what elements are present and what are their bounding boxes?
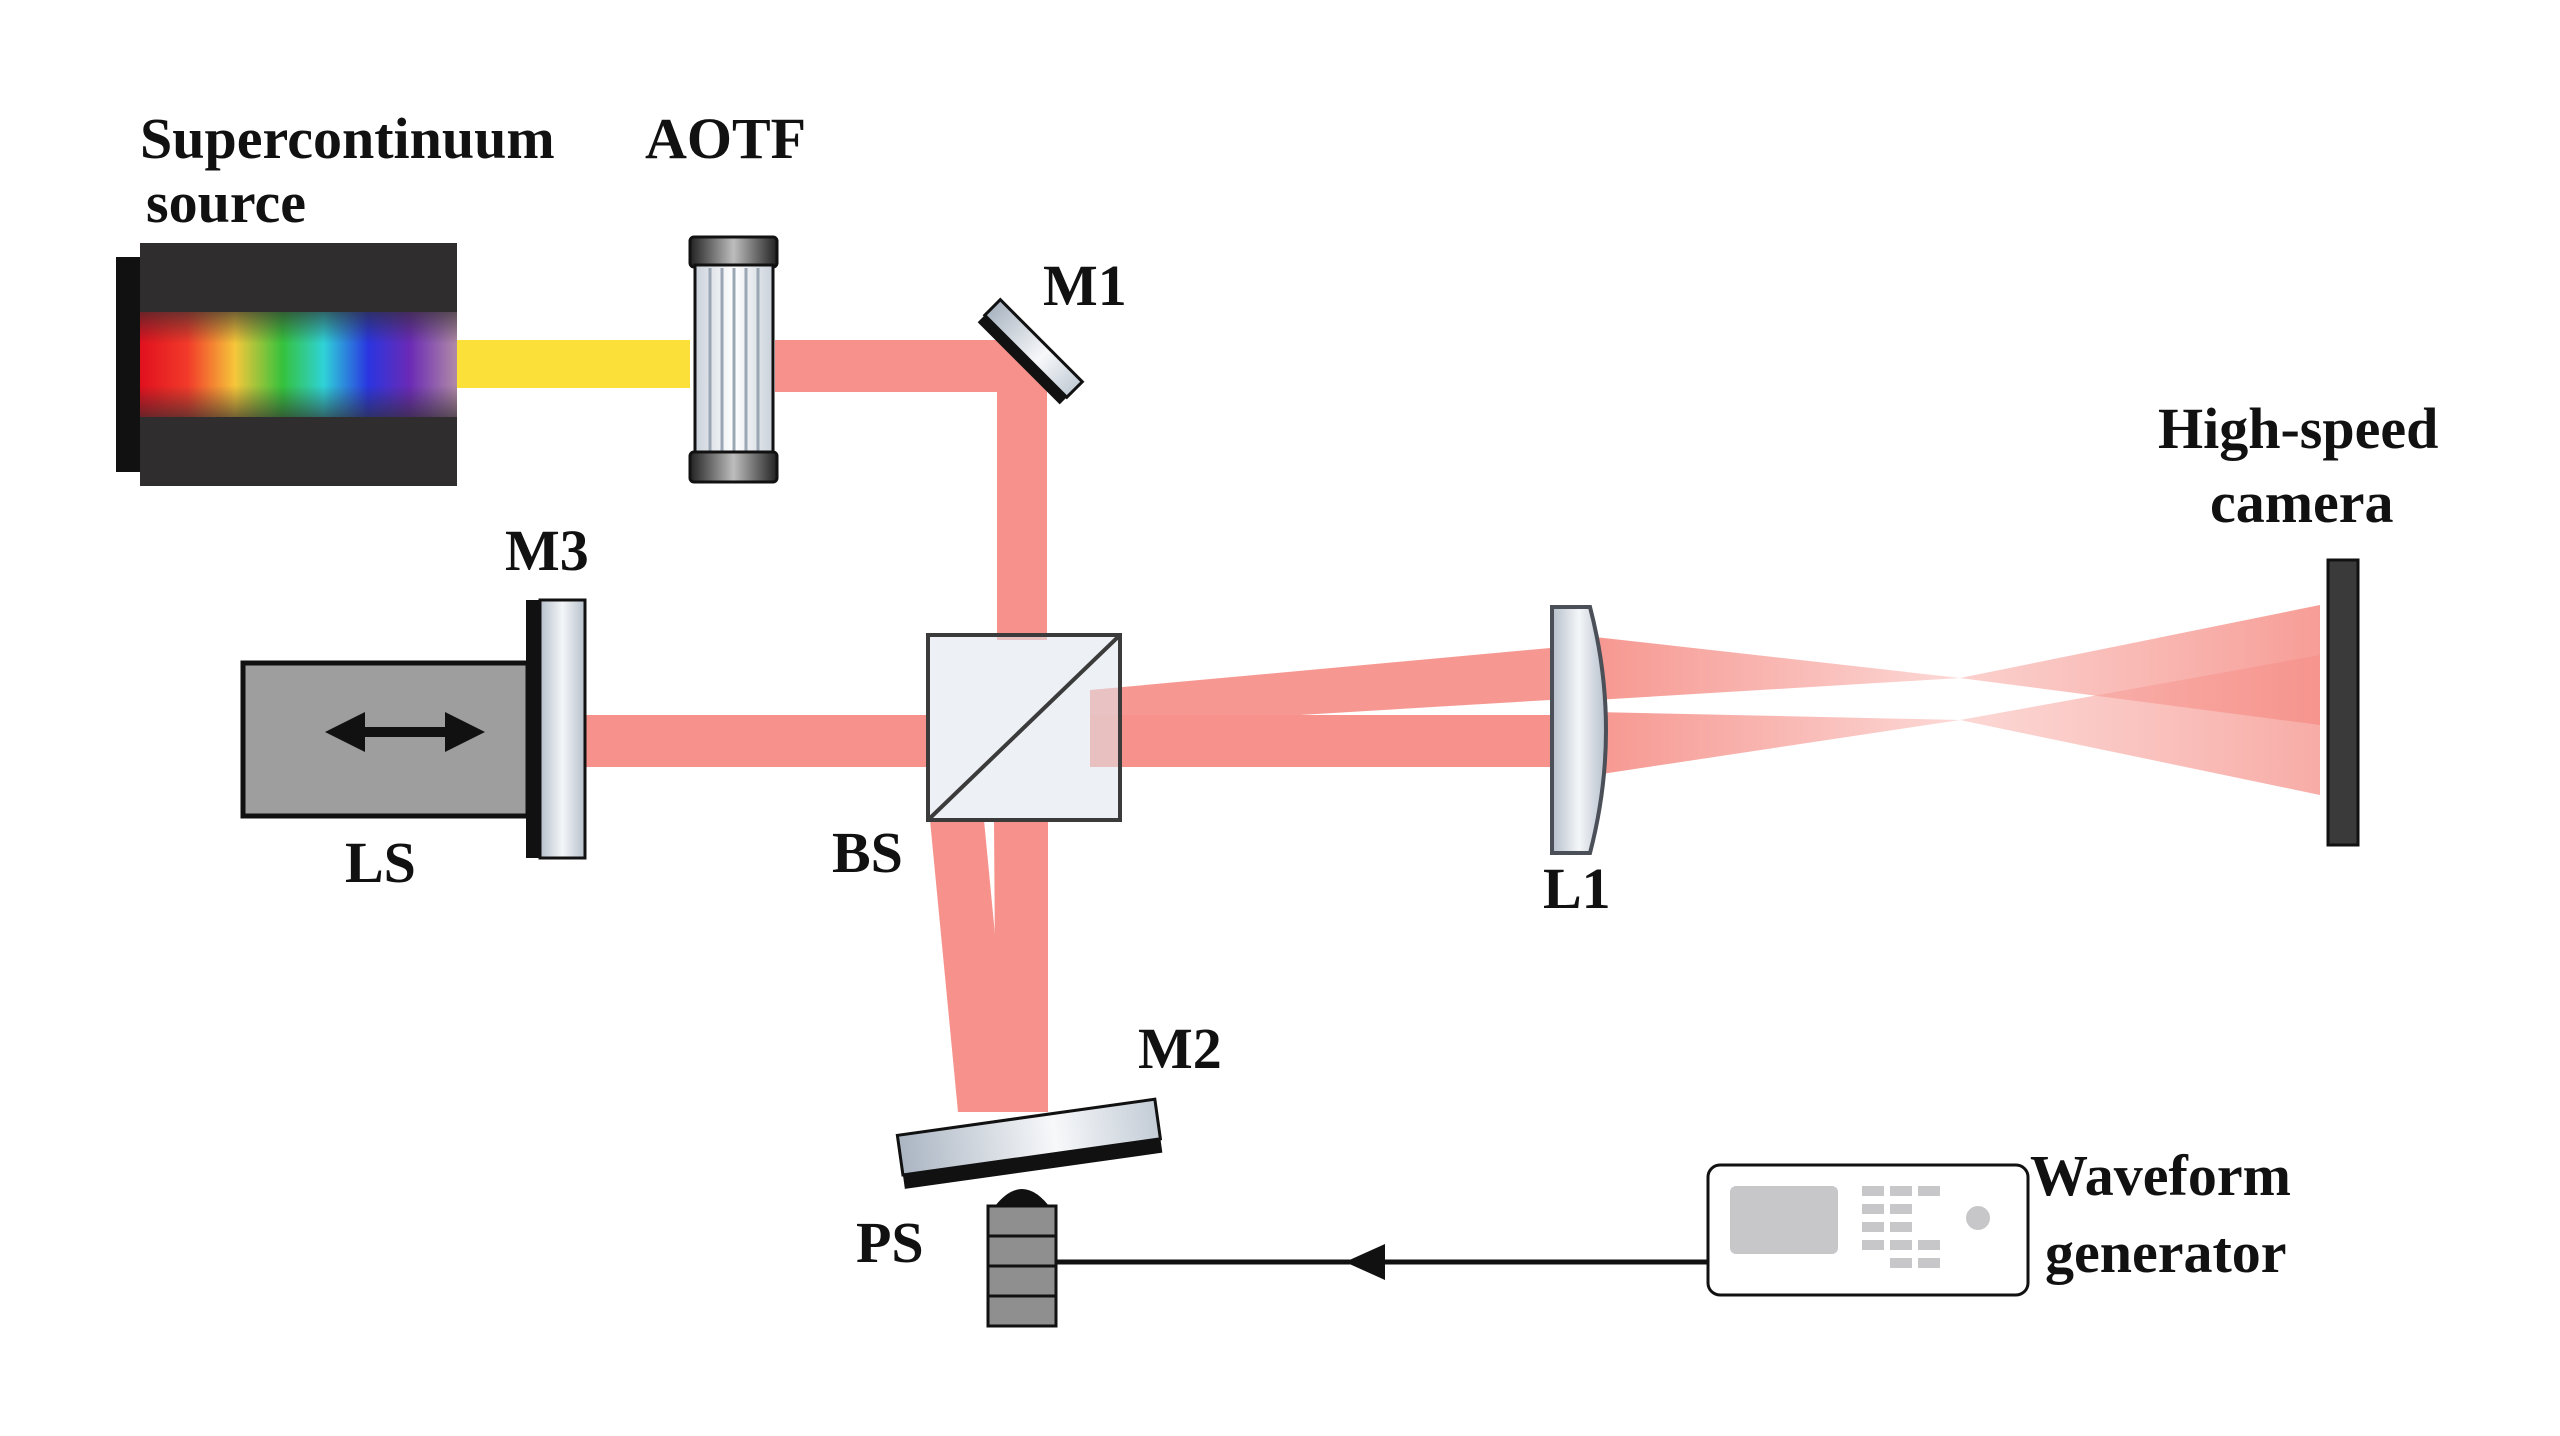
generator-screen bbox=[1730, 1186, 1838, 1254]
source-spectrum-shade bbox=[140, 312, 457, 417]
mirror-m1 bbox=[977, 297, 1085, 405]
label-source-line1: Supercontinuum bbox=[140, 106, 555, 171]
label-waveform-line2: generator bbox=[2045, 1220, 2287, 1285]
linear-stage bbox=[240, 660, 531, 819]
label-ps: PS bbox=[856, 1210, 924, 1275]
beam-bs-to-m3 bbox=[578, 715, 930, 767]
beam-diverge-b bbox=[1960, 655, 2320, 795]
arrow-head-icon bbox=[1345, 1244, 1385, 1280]
label-l1: L1 bbox=[1543, 856, 1611, 921]
mirror-m3 bbox=[526, 598, 587, 860]
camera-sensor bbox=[2326, 558, 2360, 847]
beam-l1-focus-lower bbox=[1595, 712, 1960, 775]
label-waveform-line1: Waveform bbox=[2030, 1143, 2291, 1208]
double-arrow-icon bbox=[325, 712, 485, 752]
mirror-m2 bbox=[895, 1097, 1163, 1189]
label-m2: M2 bbox=[1138, 1016, 1222, 1081]
aotf bbox=[688, 235, 779, 484]
waveform-generator bbox=[1706, 1163, 2030, 1297]
aotf-cap-top bbox=[688, 235, 779, 269]
beam-bs-to-l1-upper bbox=[1090, 648, 1550, 718]
label-bs: BS bbox=[832, 820, 903, 885]
label-ls: LS bbox=[345, 830, 416, 895]
beam-bs-to-m2 bbox=[994, 820, 1048, 1112]
label-m3: M3 bbox=[505, 518, 589, 583]
beam-bs-to-l1-lower bbox=[1090, 715, 1550, 767]
supercontinuum-source bbox=[116, 243, 457, 486]
generator-keypad bbox=[1862, 1186, 1940, 1268]
beam-aotf-to-m1 bbox=[775, 340, 1033, 392]
label-aotf: AOTF bbox=[645, 106, 806, 171]
label-camera-line2: camera bbox=[2210, 470, 2394, 535]
beam-splitter bbox=[926, 633, 1122, 822]
generator-knob bbox=[1966, 1206, 1990, 1230]
beam-l1-focus-upper bbox=[1595, 637, 1960, 700]
white-light-beam bbox=[455, 340, 690, 388]
label-camera-line1: High-speed bbox=[2158, 396, 2438, 461]
aotf-cap-bottom bbox=[688, 450, 779, 484]
label-source-line2: source bbox=[146, 170, 306, 235]
label-m1: M1 bbox=[1043, 253, 1127, 318]
stage-body bbox=[240, 660, 531, 819]
lens-l1 bbox=[1550, 605, 1608, 855]
source-endcap bbox=[116, 257, 142, 472]
signal-cable bbox=[1056, 1244, 1708, 1280]
beam-m1-to-bs bbox=[997, 378, 1047, 640]
beam-m2-return bbox=[930, 820, 1012, 1112]
beams bbox=[455, 340, 2320, 1112]
piezo-stage bbox=[986, 1189, 1058, 1328]
